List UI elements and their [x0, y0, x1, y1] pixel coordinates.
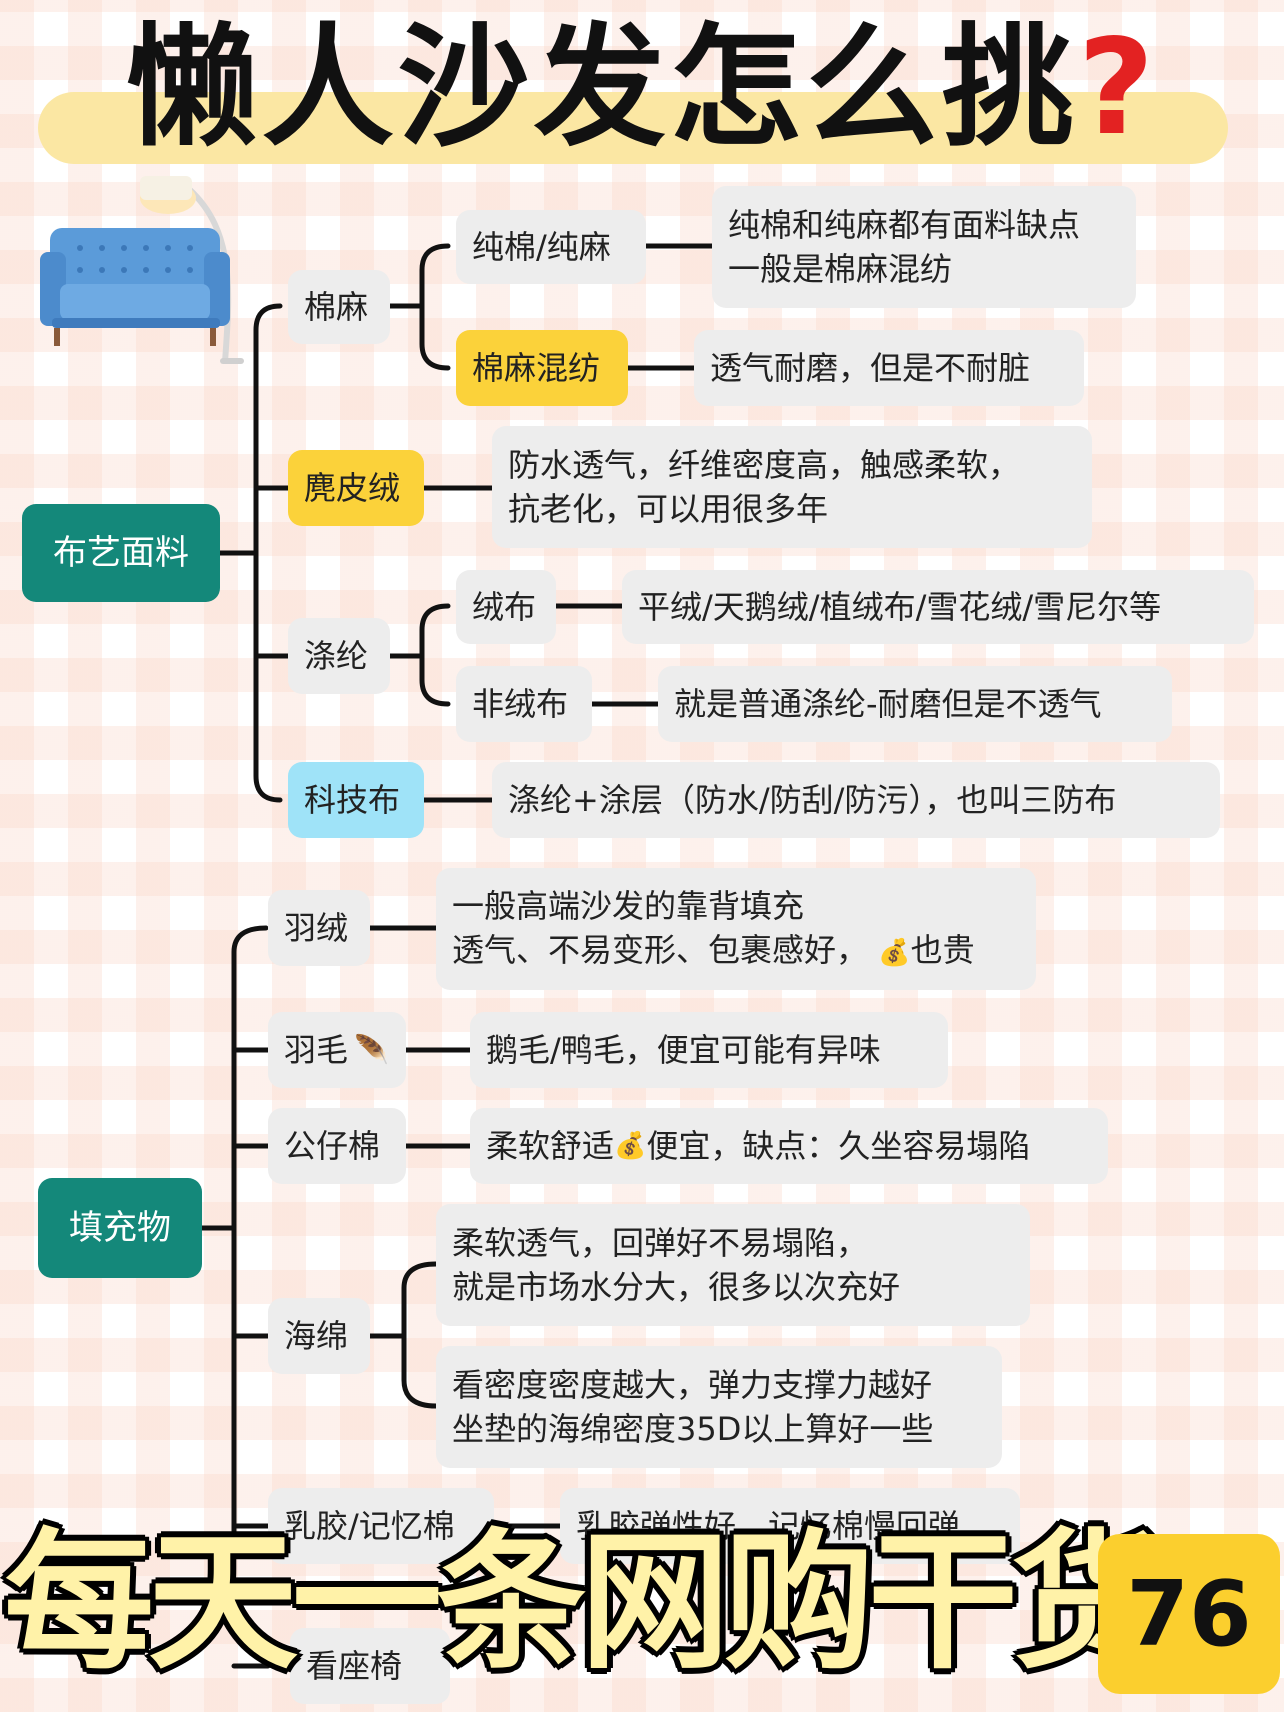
- root-fabric: 布艺面料: [22, 504, 220, 602]
- yurong-desc-line1: 一般高端沙发的靠背填充: [452, 886, 805, 925]
- node-haimian-desc1: 柔软透气，回弹好不易塌陷， 就是市场水分大，很多以次充好: [436, 1204, 1030, 1326]
- node-rongbu-desc: 平绒/天鹅绒/植绒布/雪花绒/雪尼尔等: [622, 570, 1254, 644]
- lupi-desc-line1: 防水透气，纤维密度高，触感柔软，: [508, 446, 1021, 484]
- node-keji: 科技布: [288, 762, 424, 838]
- node-haimian: 海绵: [268, 1298, 370, 1374]
- haimian-desc2-line1: 看密度密度越大，弹力支撑力越好: [452, 1366, 933, 1404]
- node-dilun: 涤纶: [288, 618, 390, 694]
- node-yurong: 羽绒: [268, 890, 370, 966]
- node-chunmian: 纯棉/纯麻: [456, 210, 646, 284]
- yurong-desc-line2-a: 透气、不易变形、包裹感好，: [452, 930, 869, 969]
- money-bag-icon: 💰: [614, 1131, 647, 1161]
- node-feirong: 非绒布: [456, 666, 592, 742]
- yurong-desc-line2-b: 也贵: [910, 930, 975, 969]
- node-gongzai: 公仔棉: [268, 1108, 406, 1184]
- haimian-desc1-line1: 柔软透气，回弹好不易塌陷，: [452, 1224, 869, 1262]
- node-yumao-desc: 鹅毛/鸭毛，便宜可能有异味: [470, 1012, 948, 1088]
- node-rongbu: 绒布: [456, 570, 556, 644]
- gongzai-desc-a: 柔软舒适: [486, 1127, 615, 1165]
- node-yumao: 羽毛🪶: [268, 1012, 406, 1088]
- node-lupi-desc: 防水透气，纤维密度高，触感柔软， 抗老化，可以用很多年: [492, 426, 1092, 548]
- title-highlight: [38, 92, 1228, 164]
- gongzai-desc-b: 便宜，缺点：久坐容易塌陷: [646, 1127, 1031, 1165]
- node-yurong-desc: 一般高端沙发的靠背填充 透气、不易变形、包裹感好， 💰也贵: [436, 868, 1036, 990]
- root-filling: 填充物: [38, 1178, 202, 1278]
- haimian-desc2-line2: 坐垫的海绵密度35D以上算好一些: [452, 1410, 934, 1448]
- feather-icon: 🪶: [354, 1033, 389, 1066]
- yumao-label: 羽毛: [284, 1031, 349, 1069]
- haimian-desc1-line2: 就是市场水分大，很多以次充好: [452, 1268, 901, 1306]
- chunmian-desc-line1: 纯棉和纯麻都有面料缺点: [728, 206, 1081, 244]
- money-bag-icon: 💰: [878, 937, 911, 968]
- banner-text: 每天一条网购干货: [4, 1516, 1162, 1690]
- node-gongzai-desc: 柔软舒适💰便宜，缺点：久坐容易塌陷: [470, 1108, 1108, 1184]
- node-rujiao: 乳胶/记忆棉: [268, 1488, 494, 1564]
- node-chunmian-desc: 纯棉和纯麻都有面料缺点 一般是棉麻混纺: [712, 186, 1136, 308]
- node-kanzuoyi: 看座椅: [290, 1628, 450, 1704]
- node-hunfang: 棉麻混纺: [456, 330, 628, 406]
- node-hunfang-desc: 透气耐磨，但是不耐脏: [694, 330, 1084, 406]
- sofa-lamp-icon: [40, 176, 244, 364]
- node-feirong-desc: 就是普通涤纶-耐磨但是不透气: [658, 666, 1172, 742]
- title-text: 懒人沙发怎么挑: [125, 11, 1078, 165]
- node-mianma: 棉麻: [288, 270, 390, 344]
- page-title: 懒人沙发怎么挑?: [0, 8, 1284, 168]
- question-mark: ?: [1077, 11, 1159, 165]
- yurong-desc-line2: 透气、不易变形、包裹感好， 💰也贵: [452, 928, 975, 975]
- node-keji-desc: 涤纶+涂层（防水/防刮/防污），也叫三防布: [492, 762, 1220, 838]
- node-rujiao-desc: 乳胶弹性好，记忆棉慢回弹: [560, 1488, 1020, 1564]
- node-haimian-desc2: 看密度密度越大，弹力支撑力越好 坐垫的海绵密度35D以上算好一些: [436, 1346, 1002, 1468]
- node-lupi: 麂皮绒: [288, 450, 424, 526]
- episode-badge: 76: [1098, 1534, 1280, 1694]
- lupi-desc-line2: 抗老化，可以用很多年: [508, 490, 829, 528]
- chunmian-desc-line2: 一般是棉麻混纺: [728, 250, 953, 288]
